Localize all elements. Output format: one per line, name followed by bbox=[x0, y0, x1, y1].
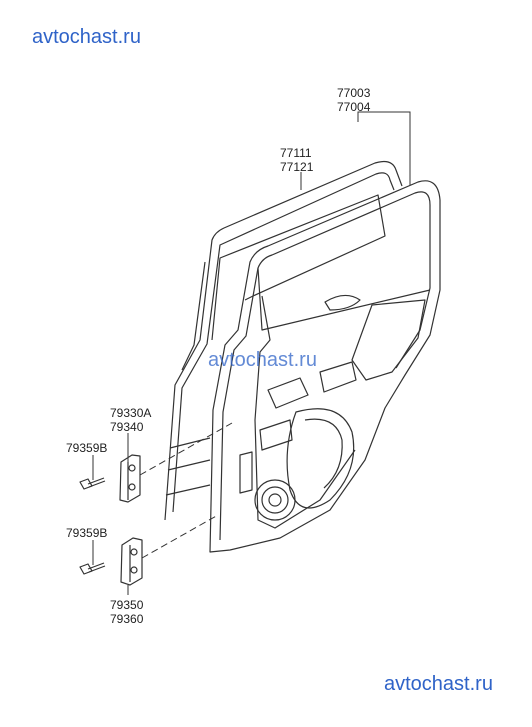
door-outer-panel bbox=[164, 160, 403, 521]
label-upper-bolt: 79359B bbox=[66, 441, 107, 455]
label-door-assy-a: 77003 bbox=[337, 86, 371, 100]
label-door-assy-b: 77004 bbox=[337, 100, 371, 114]
label-lower-hinge-a: 79350 bbox=[110, 598, 144, 612]
label-door-panel-b: 77121 bbox=[280, 160, 314, 174]
upper-bolt bbox=[79, 477, 106, 490]
label-upper-hinge-b: 79340 bbox=[110, 420, 144, 434]
lower-hinge bbox=[120, 537, 143, 586]
label-upper-hinge-a: 79330A bbox=[110, 406, 151, 420]
door-inner-frame bbox=[209, 180, 441, 553]
label-lower-hinge-b: 79360 bbox=[110, 612, 144, 626]
leader-lines bbox=[92, 111, 411, 595]
watermark-bottom: avtochast.ru bbox=[384, 673, 493, 695]
label-lower-bolt: 79359B bbox=[66, 526, 107, 540]
label-door-panel-a: 77111 bbox=[280, 146, 312, 160]
watermark-middle: avtochast.ru bbox=[208, 349, 317, 371]
watermark-top: avtochast.ru bbox=[32, 26, 141, 48]
upper-hinge bbox=[119, 454, 141, 503]
lower-bolt bbox=[79, 562, 106, 575]
